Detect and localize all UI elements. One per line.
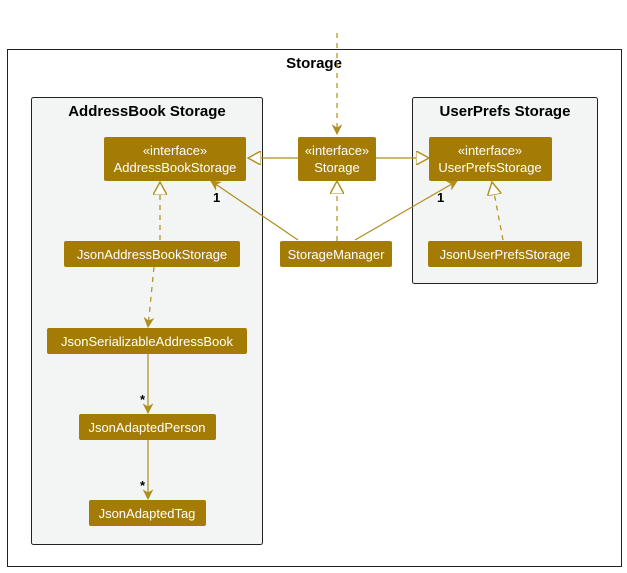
jsonserializableaddressbook-name: JsonSerializableAddressBook — [61, 334, 233, 349]
class-jsonaddressbookstorage — [64, 241, 240, 267]
class-jsonadaptedperson — [79, 414, 216, 440]
userprefs-storage-package-title: UserPrefs Storage — [440, 103, 571, 120]
class-storagemanager — [280, 241, 392, 267]
storage-stereotype: «interface» — [305, 143, 369, 158]
addressbookstorage-name: AddressBookStorage — [114, 160, 237, 175]
multiplicity-persons: * — [140, 392, 146, 407]
edge-storagemanager-to-addressbookstorage — [210, 180, 299, 241]
edge-jsonaddressbookstorage-uses-serializable — [143, 266, 155, 329]
storage-name: Storage — [314, 160, 360, 175]
class-addressbookstorage — [104, 137, 246, 181]
storagemanager-name: StorageManager — [288, 247, 386, 262]
class-jsonadaptedtag — [89, 500, 206, 526]
jsonuserprefsstorage-name: JsonUserPrefsStorage — [440, 247, 571, 262]
jsonaddressbookstorage-name: JsonAddressBookStorage — [77, 247, 227, 262]
class-jsonserializableaddressbook — [47, 328, 247, 354]
class-userprefsstorage — [429, 137, 552, 181]
jsonadaptedtag-name: JsonAdaptedTag — [99, 506, 196, 521]
multiplicity-userprefsstorage: 1 — [437, 190, 444, 205]
userprefsstorage-stereotype: «interface» — [458, 143, 522, 158]
addressbookstorage-stereotype: «interface» — [143, 143, 207, 158]
addressbook-storage-package-title: AddressBook Storage — [68, 103, 226, 120]
class-storage — [298, 137, 376, 181]
storage-package-title: Storage — [286, 55, 342, 72]
edge-storagemanager-to-userprefsstorage — [354, 180, 458, 241]
multiplicity-addressbookstorage: 1 — [213, 190, 220, 205]
multiplicity-tags: * — [140, 478, 146, 493]
jsonadaptedperson-name: JsonAdaptedPerson — [88, 420, 205, 435]
userprefsstorage-name: UserPrefsStorage — [438, 160, 541, 175]
class-jsonuserprefsstorage — [428, 241, 582, 267]
